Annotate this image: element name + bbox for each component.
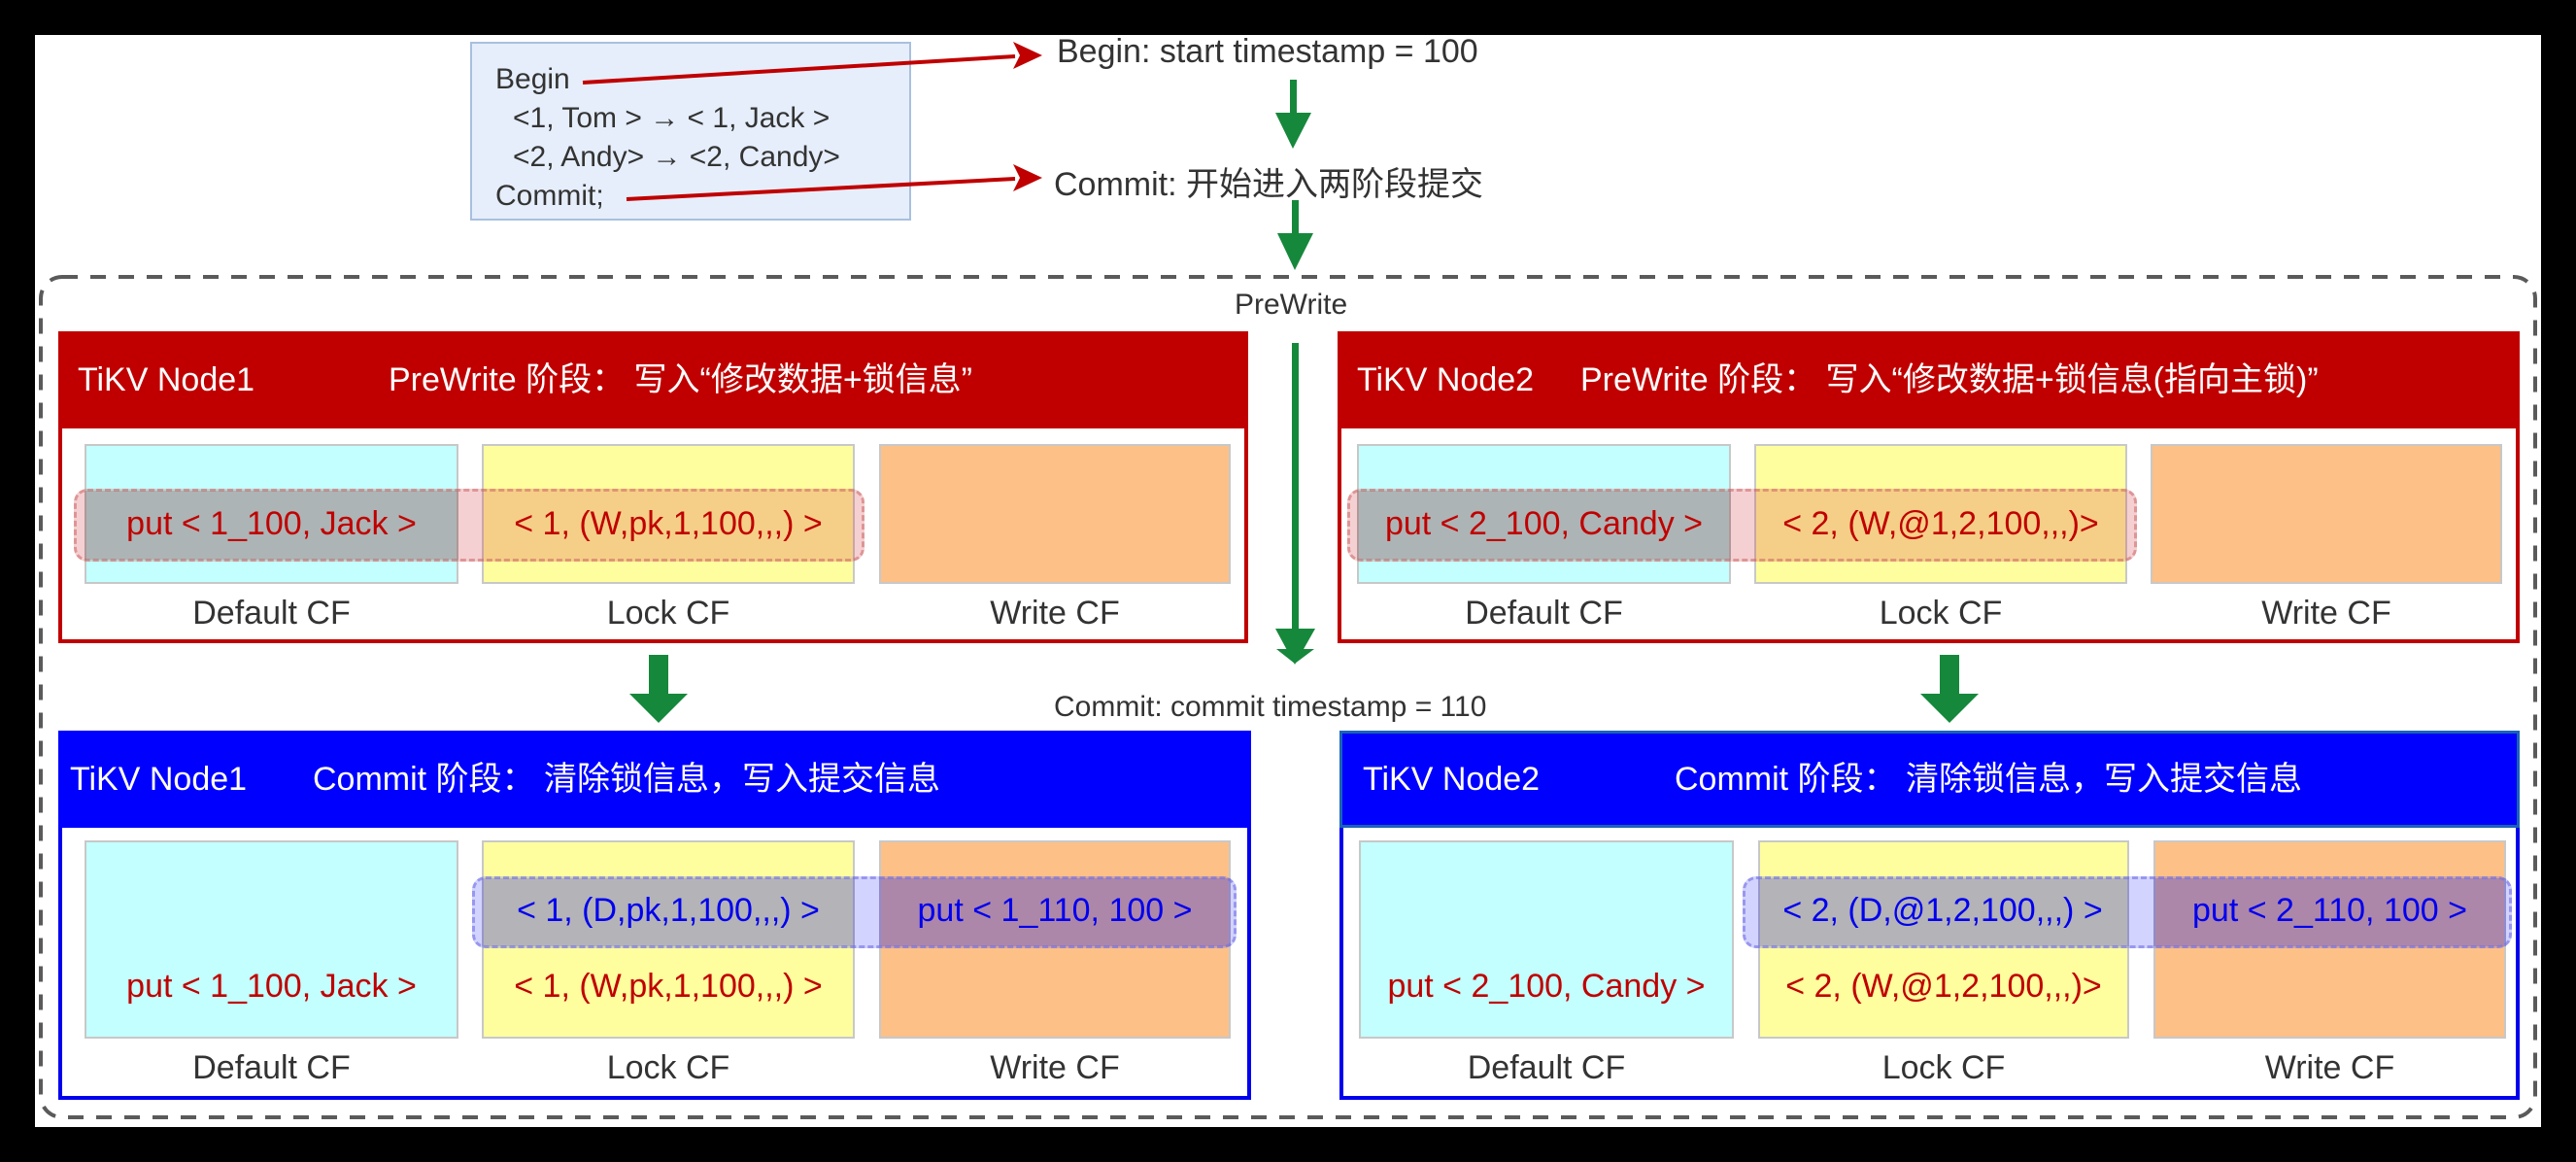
node-title: TiKV Node1	[70, 761, 248, 798]
prewrite-section-label: PreWrite	[1235, 289, 1348, 321]
cf-label-default: Default CF	[192, 595, 351, 632]
node-phase-description: PreWrite 阶段： 写入“修改数据+锁信息(指向主锁)”	[1580, 361, 2319, 398]
code-line-commit: Commit;	[495, 180, 604, 212]
commit-node2-lock-entry: < 2, (W,@1,2,100,,,)>	[1785, 968, 2102, 1005]
cf-label-default: Default CF	[1467, 1049, 1626, 1086]
prewrite-node2-default-entry: put < 2_100, Candy >	[1384, 505, 1704, 542]
commit-node1-lock-delete-entry: < 1, (D,pk,1,100,,,) >	[517, 892, 820, 929]
cf-label-default: Default CF	[1465, 595, 1623, 632]
prewrite-node2-lock-entry: < 2, (W,@1,2,100,,,)>	[1782, 505, 2099, 542]
cf-label-lock: Lock CF	[606, 595, 730, 632]
transaction-code-box: Begin <1, Tom > → < 1, Jack > <2, Andy> …	[470, 42, 911, 221]
prewrite-node2-write-cf	[2151, 444, 2502, 584]
prewrite-node1-default-entry: put < 1_100, Jack >	[126, 505, 417, 542]
commit-node2-lock-delete-entry: < 2, (D,@1,2,100,,,) >	[1782, 892, 2103, 929]
prewrite-node1-lock-entry: < 1, (W,pk,1,100,,,) >	[514, 505, 823, 542]
commit-node2-default-entry: put < 2_100, Candy >	[1387, 968, 1706, 1005]
commit-node1-default-cf	[85, 840, 458, 1039]
commit-start-label: Commit: 开始进入两阶段提交	[1054, 166, 1483, 203]
node-title: TiKV Node2	[1363, 761, 1541, 798]
node-phase-description: Commit 阶段： 清除锁信息，写入提交信息	[313, 761, 940, 798]
cf-label-lock: Lock CF	[606, 1049, 730, 1086]
cf-label-lock: Lock CF	[1879, 595, 2003, 632]
node-phase-description: PreWrite 阶段： 写入“修改数据+锁信息”	[389, 361, 973, 398]
node-phase-description: Commit 阶段： 清除锁信息，写入提交信息	[1675, 761, 2302, 798]
commit-node1-default-entry: put < 1_100, Jack >	[126, 968, 417, 1005]
cf-label-write: Write CF	[2264, 1049, 2395, 1086]
commit-node1-lock-entry: < 1, (W,pk,1,100,,,) >	[514, 968, 823, 1005]
prewrite-node1-write-cf	[879, 444, 1231, 584]
node-title: TiKV Node2	[1357, 361, 1535, 398]
commit-node1-header: TiKV Node1 Commit 阶段： 清除锁信息，写入提交信息	[58, 731, 1251, 828]
prewrite-node2-header: TiKV Node2 PreWrite 阶段： 写入“修改数据+锁信息(指向主锁…	[1338, 331, 2520, 428]
commit-node2-write-entry: put < 2_110, 100 >	[2192, 892, 2467, 929]
node-title: TiKV Node1	[78, 361, 255, 398]
begin-timestamp-label: Begin: start timestamp = 100	[1057, 33, 1478, 70]
prewrite-node1-header: TiKV Node1 PreWrite 阶段： 写入“修改数据+锁信息”	[58, 331, 1248, 428]
commit-timestamp-label: Commit: commit timestamp = 110	[1054, 691, 1487, 723]
cf-label-lock: Lock CF	[1881, 1049, 2006, 1086]
cf-label-write: Write CF	[990, 1049, 1120, 1086]
cf-label-default: Default CF	[192, 1049, 351, 1086]
code-line-update-1: <1, Tom > → < 1, Jack >	[513, 102, 830, 134]
cf-label-write: Write CF	[990, 595, 1120, 632]
commit-node2-header: TiKV Node2 Commit 阶段： 清除锁信息，写入提交信息	[1339, 731, 2520, 828]
cf-label-write: Write CF	[2261, 595, 2391, 632]
commit-node1-write-entry: put < 1_110, 100 >	[917, 892, 1193, 929]
code-line-begin: Begin	[495, 63, 570, 95]
commit-node2-default-cf	[1359, 840, 1734, 1039]
code-line-update-2: <2, Andy> → <2, Candy>	[513, 141, 840, 173]
